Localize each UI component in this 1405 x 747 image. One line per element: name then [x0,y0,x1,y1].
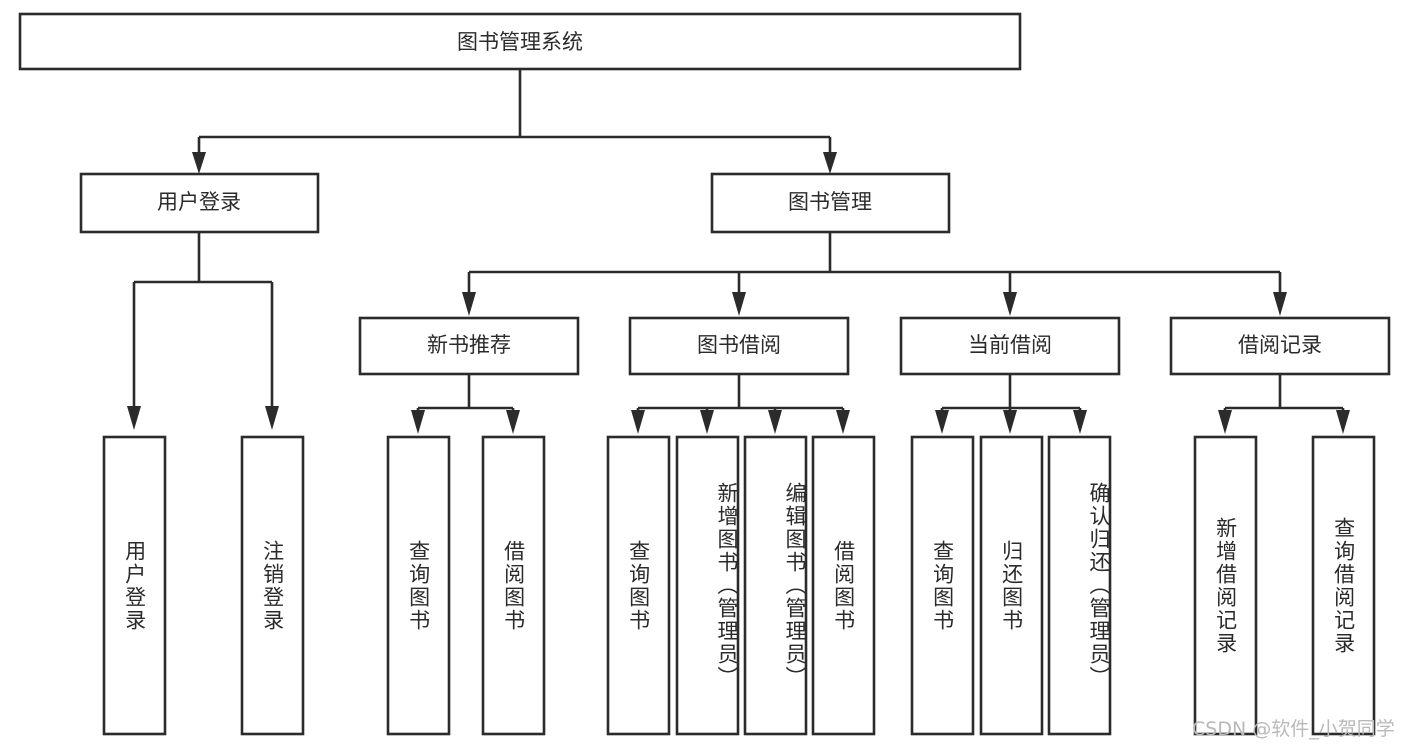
connector-new-book-recommend-bus [416,374,515,414]
arrowhead-leaf-borrow-book-2 [836,410,850,434]
node-leaf-query-book-1-box[interactable] [386,435,451,736]
arrowhead-leaf-query-book-2 [631,410,645,434]
node-book-borrow-box[interactable] [628,316,850,376]
node-current-borrow-label: 当前借阅 [968,333,1052,357]
arrowhead-leaf-query-book-3 [935,410,949,434]
node-book-borrow-label: 图书借阅 [697,333,781,357]
node-leaf-query-record-box[interactable] [1311,435,1376,736]
arrowhead-leaf-confirm-return [1073,410,1087,434]
node-leaf-query-book-2-box[interactable] [606,435,671,736]
connector-user-login-bus [132,232,274,407]
node-borrow-record-box[interactable] [1169,316,1391,376]
node-user-login[interactable]: 用户登录 [79,172,320,234]
node-current-borrow-box[interactable] [899,316,1121,376]
node-leaf-edit-book-box[interactable] [743,435,808,736]
arrowhead-user-login [192,152,206,174]
arrowhead-leaf-query-record [1336,410,1350,434]
node-book-borrow[interactable]: 图书借阅 [628,316,850,376]
arrowhead-leaf-user-login [127,406,141,430]
node-layer: 图书管理系统 用户登录 图书管理 新书推荐 图书借阅 [18,12,1391,736]
node-current-borrow[interactable]: 当前借阅 [899,316,1121,376]
node-leaf-confirm-return-box[interactable] [1047,435,1112,736]
node-leaf-user-login-box[interactable] [102,435,167,736]
arrowhead-leaf-add-record [1218,410,1232,434]
connector-book-borrow-bus [636,374,845,414]
connector-book-manage-bus [467,232,1282,292]
node-user-login-box[interactable] [79,172,320,234]
node-leaf-add-record-box[interactable] [1193,435,1258,736]
arrowhead-borrow-record [1273,292,1287,316]
node-book-manage-box[interactable] [710,172,951,234]
node-leaf-add-book-box[interactable] [675,435,740,736]
node-new-book-recommend[interactable]: 新书推荐 [358,316,580,376]
node-leaf-return-book-box[interactable] [979,435,1044,736]
arrowhead-leaf-user-logout [265,406,279,430]
node-new-book-recommend-box[interactable] [358,316,580,376]
arrowhead-current-borrow [1003,292,1017,316]
csdn-watermark: CSDN @软件_小贺同学 [1192,718,1395,740]
node-leaf-borrow-book-2-box[interactable] [811,435,876,736]
connector-layer [127,69,1350,434]
arrowhead-book-borrow [732,292,746,316]
connector-borrow-record-bus [1223,374,1345,414]
arrowhead-leaf-edit-book [768,410,782,434]
arrowhead-leaf-add-book [700,410,714,434]
node-new-book-recommend-label: 新书推荐 [427,333,511,357]
node-book-manage-label: 图书管理 [788,190,872,214]
connector-current-borrow-bus [940,374,1082,414]
arrowhead-leaf-borrow-book-1 [506,410,520,434]
node-root-box[interactable] [18,12,1022,71]
node-leaf-user-logout-box[interactable] [240,435,305,736]
node-leaf-query-book-3-box[interactable] [910,435,975,736]
node-root[interactable]: 图书管理系统 [18,12,1022,71]
connector-root-bus [197,69,832,158]
node-root-label: 图书管理系统 [457,30,583,54]
arrowhead-new-book-recommend [462,292,476,316]
node-borrow-record[interactable]: 借阅记录 [1169,316,1391,376]
node-user-login-label: 用户登录 [157,190,241,214]
arrowhead-leaf-return-book [1003,410,1017,434]
node-leaf-borrow-book-1-box[interactable] [481,435,546,736]
arrowhead-leaf-query-book-1 [411,410,425,434]
node-borrow-record-label: 借阅记录 [1238,333,1322,357]
arrowhead-book-manage [823,152,837,174]
node-book-manage[interactable]: 图书管理 [710,172,951,234]
